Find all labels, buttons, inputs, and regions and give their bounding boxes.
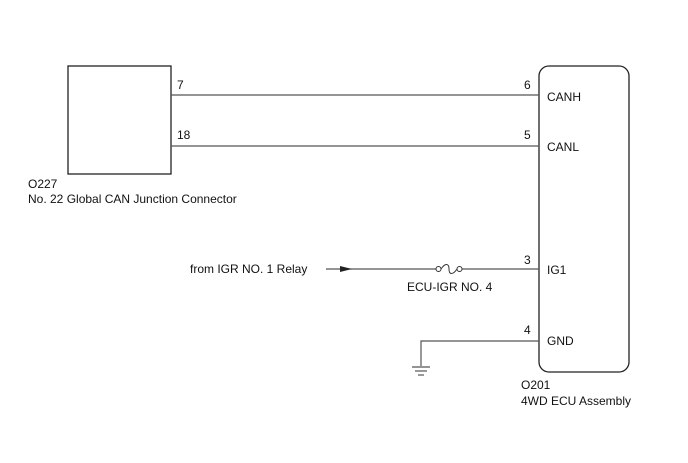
arrow-right-icon [340, 266, 352, 272]
junction-connector-code: O227 [28, 177, 58, 191]
ecu-pin-6-number: 6 [524, 78, 531, 92]
ecu-signal-ig1: IG1 [547, 263, 567, 277]
fuse-label: ECU-IGR NO. 4 [407, 280, 493, 294]
junction-connector-name: No. 22 Global CAN Junction Connector [28, 192, 237, 206]
power-source-label: from IGR NO. 1 Relay [190, 262, 308, 276]
ecu-signal-canh: CANH [547, 90, 582, 104]
pin-7-label: 7 [177, 78, 184, 92]
wire-gnd [420, 340, 539, 366]
ecu-name: 4WD ECU Assembly [521, 394, 632, 408]
junction-connector-box [67, 65, 172, 175]
ecu-box [538, 65, 630, 373]
ecu-signal-gnd: GND [547, 334, 574, 348]
ecu-pin-3-number: 3 [524, 253, 531, 267]
ecu-code: O201 [521, 378, 551, 392]
pin-18-label: 18 [177, 128, 191, 142]
ecu-pin-4-number: 4 [524, 323, 531, 337]
ground-icon [412, 366, 430, 376]
ecu-pin-5-number: 5 [524, 128, 531, 142]
fuse-icon [435, 264, 463, 274]
ecu-signal-canl: CANL [547, 140, 580, 154]
